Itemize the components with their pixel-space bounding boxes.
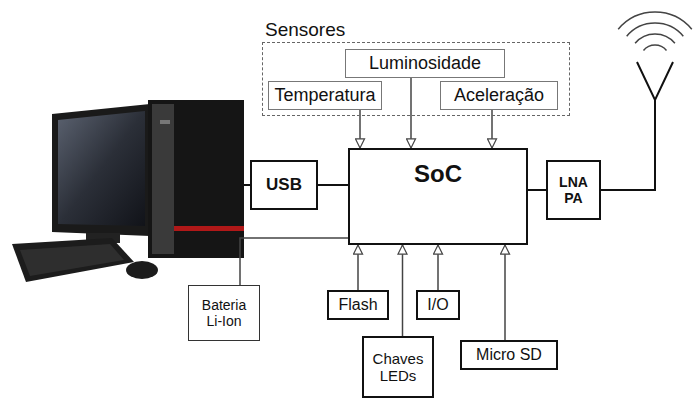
box-label: Flash [338,296,377,314]
radio-wave [635,34,675,43]
signal-arrow [437,245,439,290]
radio-wave [644,45,667,50]
interface-box: USB [250,160,318,210]
box-label: Temperatura [274,85,375,106]
box-label: USB [266,175,302,195]
antenna-feed [601,100,655,190]
signal-arrow [410,78,412,148]
box-label: Aceleração [454,85,544,106]
monitor-frame [52,104,150,236]
peripheral-box: Micro SD [460,340,558,370]
box-label: Micro SD [476,346,542,364]
peripheral-box: Chaves LEDs [362,336,434,398]
tower-front [152,104,174,254]
connection-line [528,189,546,191]
sensor-box: Temperatura [268,81,382,110]
keyboard [12,238,134,282]
box-label: Chaves LEDs [369,350,427,385]
radio-wave [627,23,684,36]
box-label: Luminosidade [369,53,481,74]
signal-arrow [402,245,404,336]
radio-wave [618,12,692,29]
tower-red-stripe [174,226,244,231]
antenna-symbol [637,62,673,100]
sensor-group: LuminosidadeTemperaturaAceleraçãoSensore… [262,42,570,116]
box-label: Bateria Li-Ion [196,297,252,329]
rf-frontend-box: LNA PA [546,160,601,220]
box-label: SoC [414,160,462,188]
keyboard-keys [20,244,124,276]
connection-line [240,238,348,285]
radio-waves [618,12,692,50]
peripheral-box: Flash [327,290,389,320]
mouse [126,261,158,279]
antenna-illustration [601,12,692,190]
box-label: LNA PA [554,174,594,206]
peripheral-box: I/O [416,290,460,320]
group-heading: Sensores [265,19,345,41]
pc-tower [148,100,244,258]
connection-line [318,184,348,186]
tower-bay [160,120,170,124]
sensor-box: Luminosidade [345,49,505,78]
sensor-box: Aceleração [440,81,558,110]
computer-illustration [12,100,251,282]
battery-box: Bateria Li-Ion [188,285,260,341]
soc-box: SoC [348,148,528,245]
box-label: I/O [427,296,448,314]
signal-arrow [504,245,506,340]
signal-arrow [357,245,359,290]
monitor-screen [58,111,145,226]
